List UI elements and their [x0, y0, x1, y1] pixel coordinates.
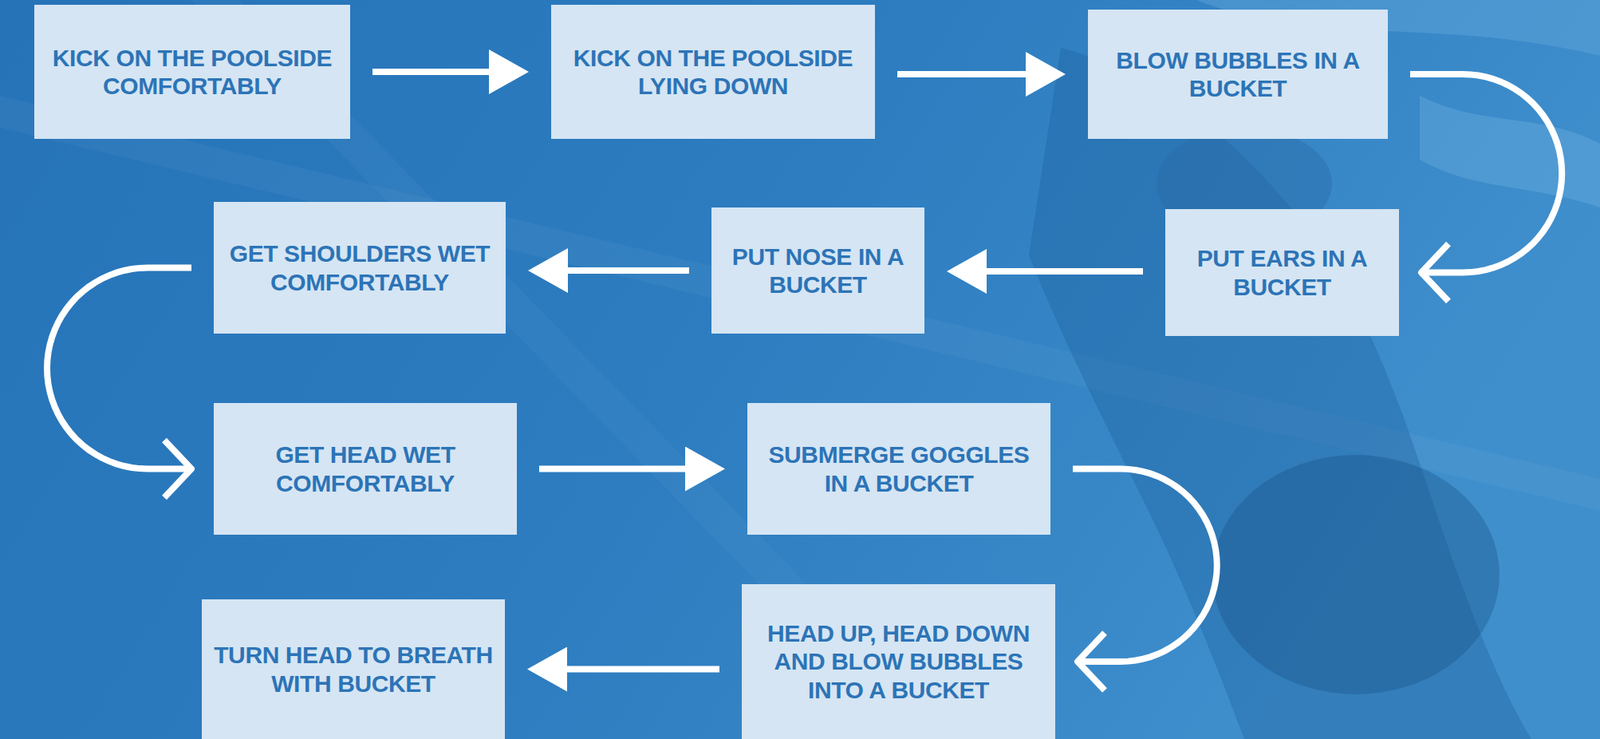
flow-arrow	[897, 70, 1060, 78]
step-label: HEAD UP, HEAD DOWN AND BLOW BUBBLES INTO…	[751, 618, 1046, 704]
step-text-group: PUT NOSE IN A BUCKET	[721, 242, 915, 300]
step-label: KICK ON THE POOLSIDE LYING DOWN	[560, 43, 866, 101]
flow-arrow	[1410, 74, 1562, 273]
step-box: PUT EARS IN A BUCKET	[1165, 208, 1400, 336]
step-box: GET SHOULDERS WET COMFORTABLY	[213, 201, 506, 334]
step-box: GET HEAD WET COMFORTABLY	[213, 402, 517, 535]
step-box: KICK ON THE POOLSIDE LYING DOWN	[551, 4, 875, 139]
step-text-group: HEAD UP, HEAD DOWN AND BLOW BUBBLES INTO…	[751, 618, 1046, 704]
step-text-group: PUT EARS IN A BUCKET	[1174, 244, 1390, 301]
flow-arrow	[534, 267, 690, 274]
step-label: SUBMERGE GOGGLES IN A BUCKET	[756, 440, 1041, 497]
step-label: KICK ON THE POOLSIDE COMFORTABLY	[43, 43, 341, 101]
swimmer-silhouette	[1212, 454, 1500, 694]
step-box: BLOW BUBBLES IN A BUCKET	[1087, 9, 1388, 139]
flow-arrow	[47, 267, 192, 469]
flow-arrow	[1072, 468, 1218, 663]
step-text-group: SUBMERGE GOGGLES IN A BUCKET	[756, 440, 1041, 497]
step-label: BLOW BUBBLES IN A BUCKET	[1097, 46, 1379, 103]
step-text-group: KICK ON THE POOLSIDE COMFORTABLY	[43, 43, 341, 101]
flow-arrow	[372, 68, 523, 75]
flow-arrow	[539, 465, 719, 473]
ripple	[1419, 95, 1600, 208]
step-text-group: BLOW BUBBLES IN A BUCKET	[1097, 46, 1379, 103]
step-label: PUT EARS IN A BUCKET	[1174, 244, 1390, 301]
step-text-group: KICK ON THE POOLSIDE LYING DOWN	[560, 43, 866, 101]
step-box: TURN HEAD TO BREATH WITH BUCKET	[201, 599, 505, 739]
step-label: PUT NOSE IN A BUCKET	[721, 242, 915, 300]
step-text-group: TURN HEAD TO BREATH WITH BUCKET	[211, 640, 496, 698]
step-text-group: GET SHOULDERS WET COMFORTABLY	[223, 239, 497, 296]
step-text-group: GET HEAD WET COMFORTABLY	[223, 440, 508, 497]
swimmer-silhouette	[1028, 47, 1532, 739]
step-label: TURN HEAD TO BREATH WITH BUCKET	[211, 640, 496, 698]
step-label: GET HEAD WET COMFORTABLY	[223, 440, 508, 497]
step-box: SUBMERGE GOGGLES IN A BUCKET	[747, 402, 1051, 535]
step-box: KICK ON THE POOLSIDE COMFORTABLY	[34, 4, 351, 139]
flow-arrow	[953, 267, 1143, 275]
step-box: PUT NOSE IN A BUCKET	[711, 207, 925, 334]
step-label: GET SHOULDERS WET COMFORTABLY	[223, 239, 497, 296]
step-box: HEAD UP, HEAD DOWN AND BLOW BUBBLES INTO…	[741, 583, 1056, 739]
flow-arrow	[533, 666, 720, 673]
